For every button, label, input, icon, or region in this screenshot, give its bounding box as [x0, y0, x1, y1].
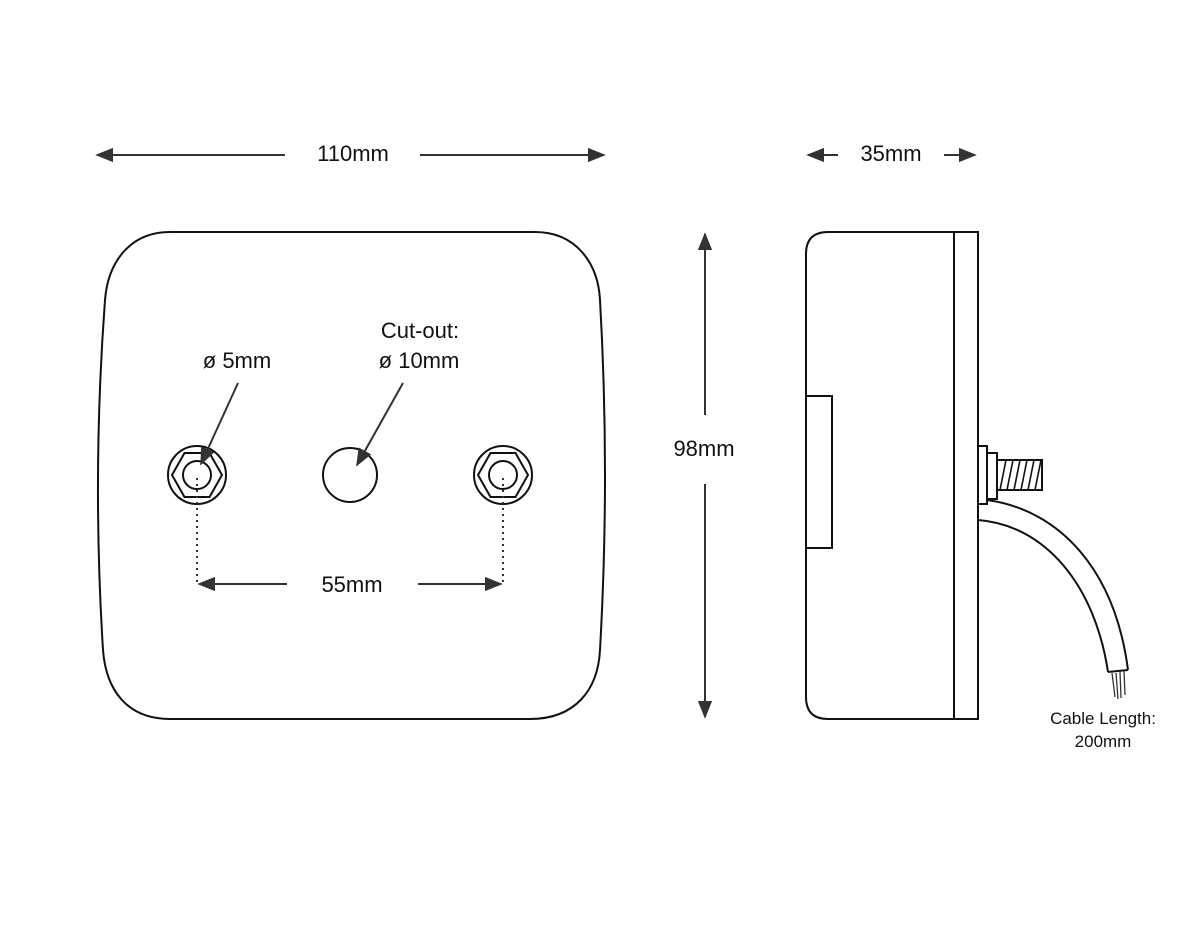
- depth-label: 35mm: [860, 141, 921, 166]
- side-view: [805, 231, 1129, 720]
- cable-label-line1: Cable Length:: [1050, 709, 1156, 728]
- cable-label-line2: 200mm: [1075, 732, 1132, 751]
- cutout-label-line1: Cut-out:: [381, 318, 459, 343]
- hole-leader-arrow: [200, 382, 239, 466]
- front-view-body: [96, 231, 606, 720]
- cutout-label-line2: ø 10mm: [379, 348, 460, 373]
- hole-diameter-label: ø 5mm: [203, 348, 271, 373]
- hole-spacing-label: 55mm: [321, 572, 382, 597]
- width-label: 110mm: [317, 141, 389, 166]
- mounting-nut-left: [167, 445, 227, 505]
- depth-dimension: 35mm: [806, 141, 977, 166]
- height-label: 98mm: [673, 436, 734, 461]
- width-dimension: 110mm: [95, 141, 606, 166]
- cutout-leader-arrow: [356, 382, 404, 467]
- height-dimension: 98mm: [673, 232, 735, 719]
- cutout-hole: [322, 447, 378, 503]
- hole-spacing-dimension: 55mm: [196, 478, 504, 597]
- mounting-nut-right: [473, 445, 533, 505]
